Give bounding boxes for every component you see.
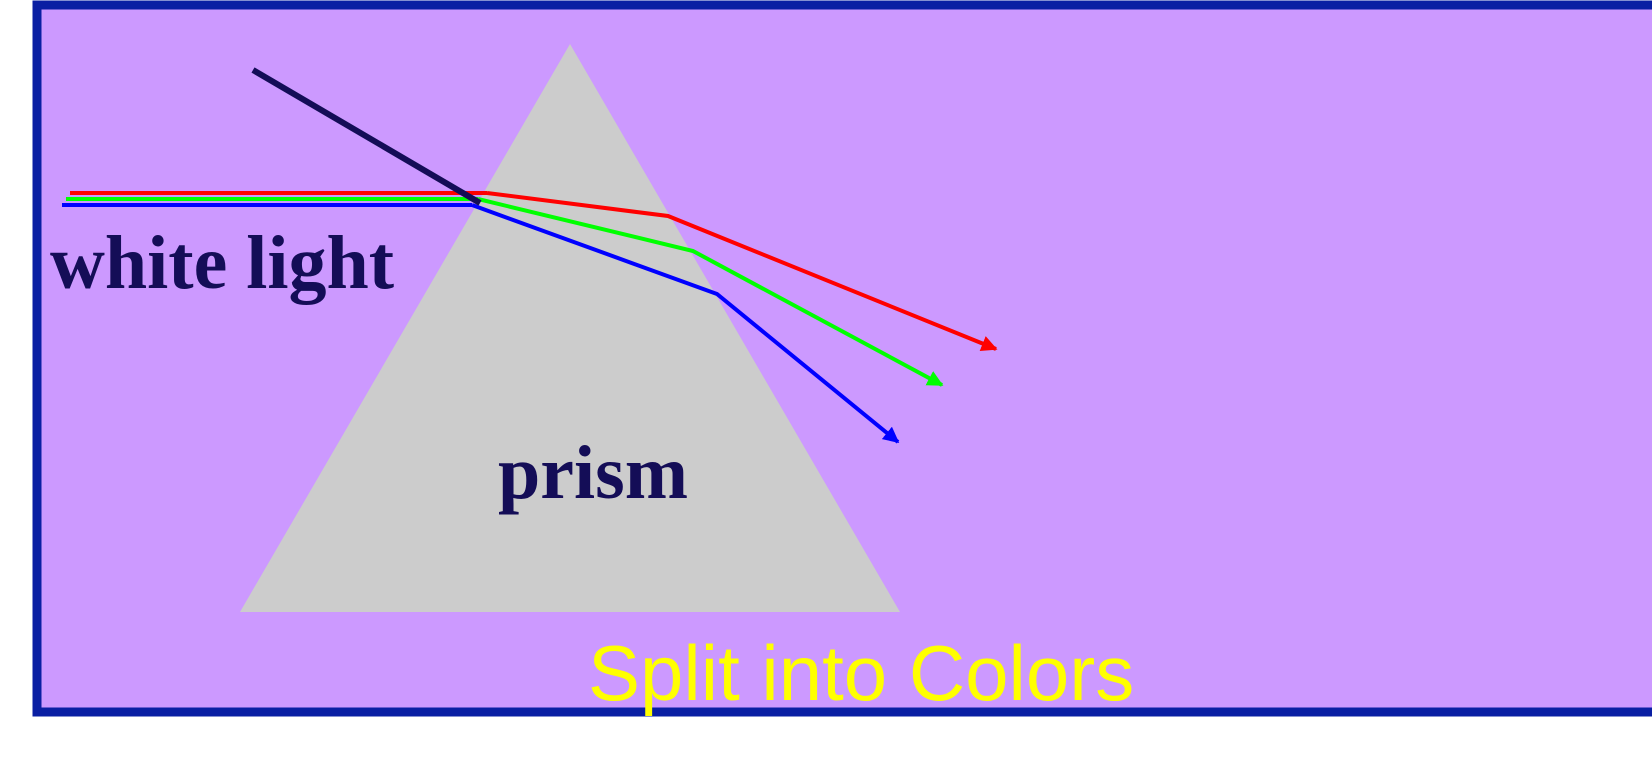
white-light-label: white light [50, 221, 394, 305]
prism-label: prism [498, 431, 688, 515]
incident-ray [251, 67, 482, 206]
prism-triangle [240, 44, 900, 612]
caption-label: Split into Colors [588, 629, 1134, 717]
red-ray [486, 191, 998, 352]
green-ray [477, 197, 944, 387]
blue-ray [471, 203, 900, 444]
